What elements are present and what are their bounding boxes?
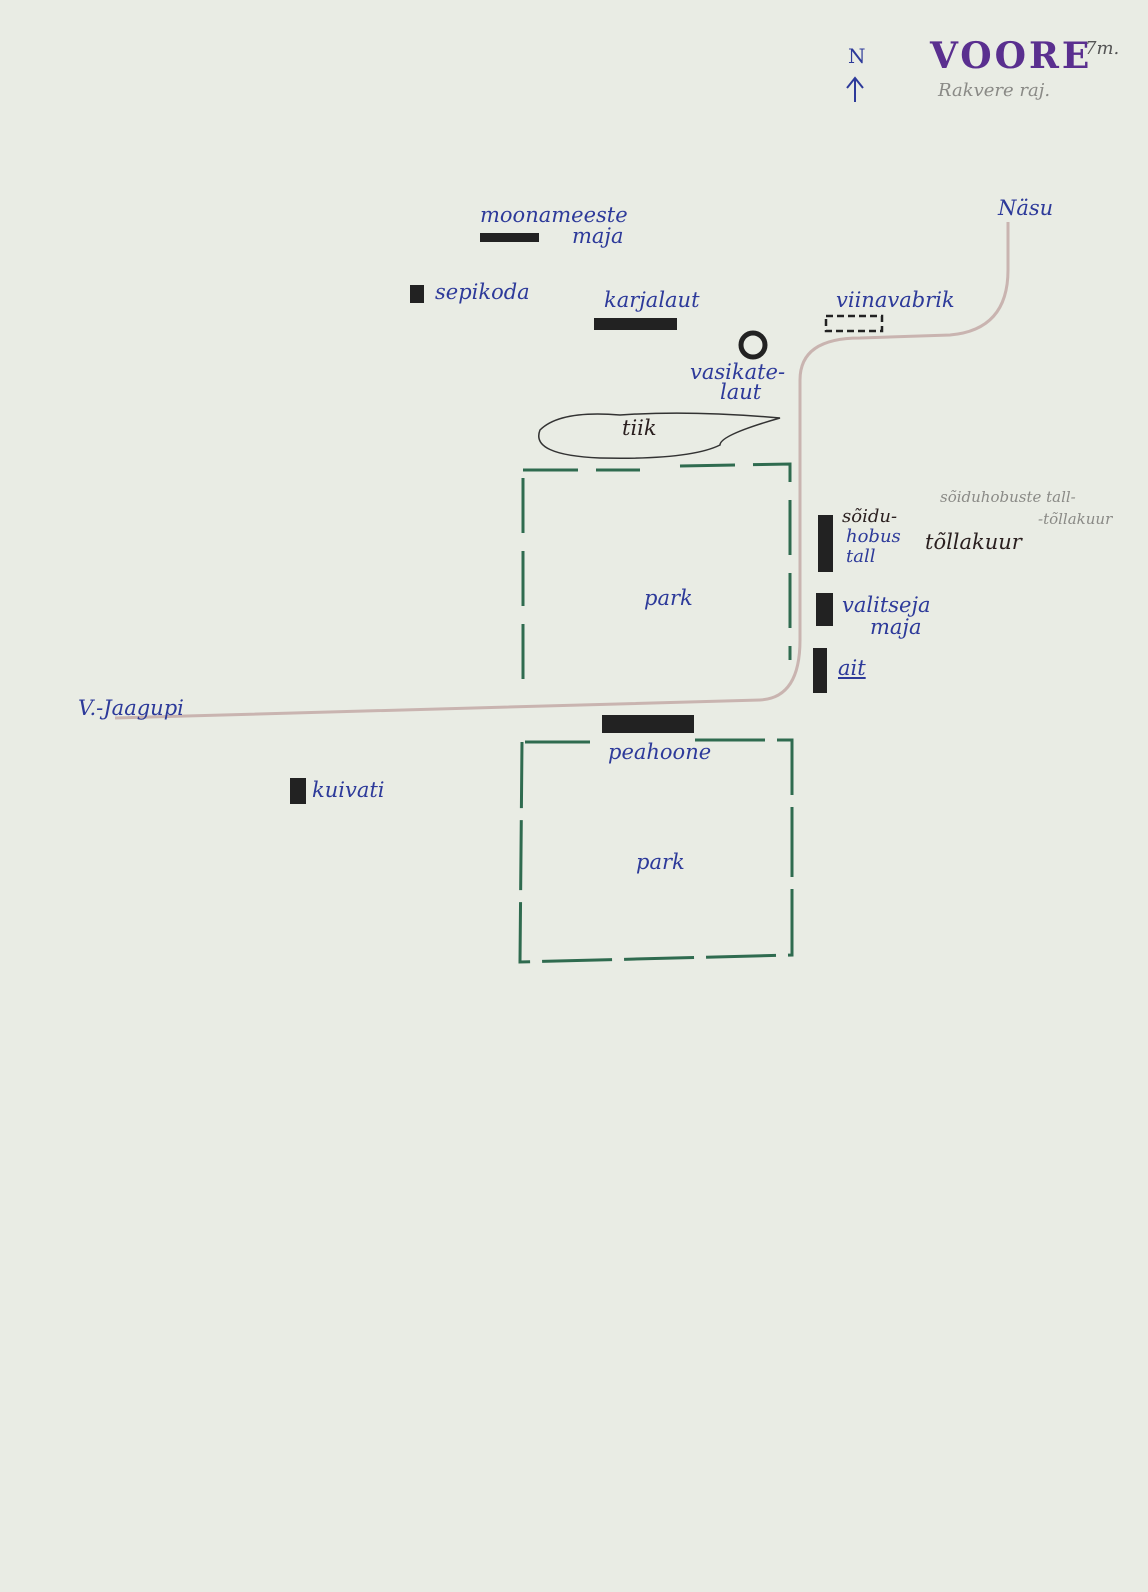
label-hobus: hobus — [846, 526, 901, 547]
label-tall: tall — [846, 546, 876, 567]
label-maja: maja — [572, 224, 624, 248]
note-line1: sõiduhobuste tall- — [940, 488, 1076, 506]
label-valitseja: valitseja — [842, 593, 931, 617]
note-line2: -tõllakuur — [1038, 510, 1113, 528]
label-soidu: sõidu- — [842, 506, 898, 527]
label-kuivati: kuivati — [312, 778, 385, 802]
label-peahoone: peahoone — [608, 740, 712, 764]
page-mark: 7m. — [1085, 38, 1120, 59]
label-moonameeste: moonameeste — [480, 203, 628, 227]
label-vasikate: vasikate- — [690, 360, 786, 384]
building-soiduhobuste-tall — [818, 515, 833, 572]
building-moonamees — [480, 233, 539, 242]
park-north-outline — [521, 462, 792, 690]
building-sepikoda — [410, 285, 424, 303]
pond-outline — [538, 412, 781, 459]
north-label: N — [848, 44, 866, 68]
label-park-south: park — [636, 850, 685, 874]
park-south-outline — [518, 738, 794, 964]
label-tollakuur: tõllakuur — [925, 530, 1022, 554]
label-tiik: tiik — [622, 416, 657, 440]
map-subtitle: Rakvere raj. — [938, 80, 1051, 101]
label-viinavabrik: viinavabrik — [836, 288, 955, 312]
building-karjalaut — [594, 318, 677, 330]
label-valitseja-maja: maja — [870, 615, 922, 639]
label-nasu: Näsu — [998, 196, 1054, 220]
label-laut: laut — [720, 380, 762, 404]
building-vasikatelaut — [738, 330, 768, 360]
building-peahoone — [602, 715, 694, 733]
label-sepikoda: sepikoda — [435, 280, 530, 304]
building-ait — [813, 648, 827, 693]
map-title: VOORE — [930, 35, 1093, 77]
building-kuivati — [290, 778, 306, 804]
road — [114, 222, 1010, 720]
building-valitseja-maja — [816, 593, 833, 626]
building-viinavabrik — [824, 314, 884, 333]
label-park-north: park — [644, 586, 693, 610]
label-v-jaagupi: V.-Jaagupi — [78, 696, 184, 720]
label-karjalaut: karjalaut — [604, 288, 700, 312]
label-ait: ait — [838, 656, 866, 680]
